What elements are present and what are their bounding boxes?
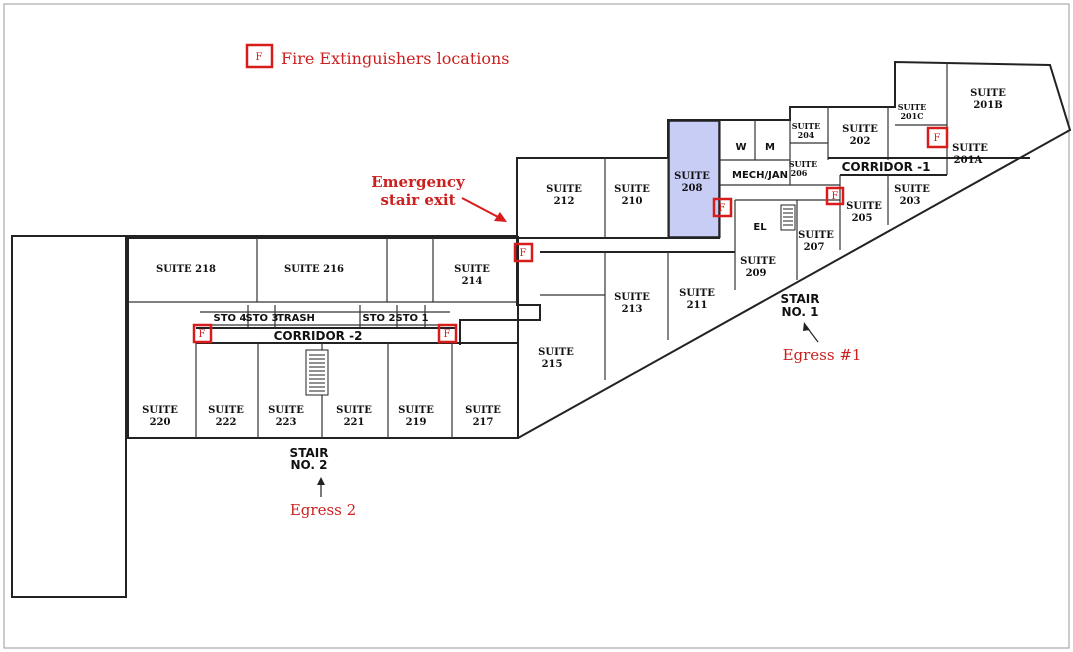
mech-jan-label: MECH/JAN (732, 170, 788, 181)
fire-extinguisher-marker: F (520, 248, 527, 259)
suite-220-number: 220 (150, 417, 171, 428)
suite-208-label: SUITE (674, 171, 710, 182)
suite-222-label: SUITE (208, 405, 244, 416)
womens-restroom-label: W (735, 142, 746, 153)
sto-1-label: STO 1 (396, 313, 429, 324)
suite-205-label: SUITE (846, 201, 882, 212)
fire-extinguisher-icon (825, 186, 845, 206)
stair-1-label: STAIR (781, 292, 820, 306)
page-border (3, 3, 1070, 649)
legend-fire-extinguisher-icon (245, 43, 274, 69)
sto-3-label: STO 3 (246, 313, 279, 324)
suite-216-label: SUITE 216 (284, 264, 344, 275)
annotations: Emergency stair exit Egress #1 Egress 2 (290, 173, 862, 519)
suite-214-label: SUITE (454, 264, 490, 275)
suite-208-number: 208 (682, 183, 703, 194)
suite-210-label: SUITE (614, 184, 650, 195)
fire-extinguisher-marker: F (719, 203, 726, 214)
stencil-labels: STO 4 STO 3 TRASH STO 2 STO 1 CORRIDOR -… (214, 142, 931, 472)
suite-223-number: 223 (276, 417, 297, 428)
suite-209-label: SUITE (740, 256, 776, 267)
suite-201b-label: SUITE (970, 88, 1006, 99)
east-wing (516, 60, 1072, 439)
suite-202-number: 202 (850, 136, 871, 147)
suite-204-label: SUITE (792, 121, 821, 131)
fire-extinguishers: F F F F F F (192, 126, 949, 344)
sto-2-label: STO 2 (363, 313, 396, 324)
suite-215-number: 215 (542, 359, 563, 370)
emergency-exit-label-line2: stair exit (380, 191, 455, 209)
suite-206-label: SUITE (789, 159, 818, 169)
suite-219-label: SUITE (398, 405, 434, 416)
suite-204-number: 204 (798, 130, 815, 140)
suite-212-label: SUITE (546, 184, 582, 195)
suite-202-label: SUITE (842, 124, 878, 135)
fire-extinguisher-marker: F (444, 329, 451, 340)
trash-label: TRASH (277, 313, 315, 324)
stair-2-number: NO. 2 (290, 458, 327, 472)
suite-217-label: SUITE (465, 405, 501, 416)
suite-213-number: 213 (622, 304, 643, 315)
suite-221-number: 221 (344, 417, 365, 428)
suite-207-label: SUITE (798, 230, 834, 241)
corridor-2-label: CORRIDOR -2 (274, 329, 363, 343)
fire-extinguisher-icon (192, 323, 213, 344)
suite-217-number: 217 (473, 417, 494, 428)
suite-211-label: SUITE (679, 288, 715, 299)
suite-219-number: 219 (406, 417, 427, 428)
stair-1-number: NO. 1 (781, 305, 818, 319)
legend-label: Fire Extinguishers locations (281, 49, 510, 68)
elevator-label: EL (753, 222, 767, 233)
suite-215-label: SUITE (538, 347, 574, 358)
legend-symbol: F (256, 52, 263, 63)
west-wing (126, 235, 541, 439)
legend: F Fire Extinguishers locations (245, 43, 510, 69)
suite-206-number: 206 (791, 168, 808, 178)
suite-205-number: 205 (852, 213, 873, 224)
suite-201a-number: 201A (954, 155, 983, 166)
corridor-1-label: CORRIDOR -1 (842, 160, 931, 174)
fire-extinguisher-icon (712, 197, 733, 218)
suite-201c-number: 201C (900, 111, 923, 121)
fire-extinguisher-marker: F (199, 329, 206, 340)
suite-labels: SUITE 218 SUITE 216 SUITE 214 SUITE 212 … (142, 88, 1006, 428)
fire-extinguisher-icon (513, 242, 534, 263)
fire-extinguisher-icon (926, 126, 949, 149)
suite-203-number: 203 (900, 196, 921, 207)
arrow-head-icon (803, 322, 810, 331)
arrow-head-icon (494, 212, 507, 222)
suite-208-highlight (668, 120, 720, 238)
mens-restroom-label: M (765, 142, 775, 153)
fire-extinguisher-marker: F (934, 133, 941, 144)
suite-212-number: 212 (554, 196, 575, 207)
sto-4-label: STO 4 (214, 313, 247, 324)
suite-201a-label: SUITE (952, 143, 988, 154)
left-annex (11, 235, 127, 598)
suite-210-number: 210 (622, 196, 643, 207)
suite-218-label: SUITE 218 (156, 264, 216, 275)
suite-223-label: SUITE (268, 405, 304, 416)
suite-213-label: SUITE (614, 292, 650, 303)
arrow-head-icon (317, 477, 325, 485)
suite-203-label: SUITE (894, 184, 930, 195)
suite-201c-label: SUITE (898, 102, 927, 112)
suite-201b-number: 201B (973, 100, 1002, 111)
egress-1-label: Egress #1 (783, 346, 862, 364)
suite-220-label: SUITE (142, 405, 178, 416)
suite-214-number: 214 (462, 276, 483, 287)
fire-extinguisher-marker: F (832, 191, 839, 202)
egress-2-label: Egress 2 (290, 501, 356, 519)
suite-207-number: 207 (804, 242, 825, 253)
suite-222-number: 222 (216, 417, 237, 428)
stair-2-label: STAIR (290, 446, 329, 460)
suite-209-number: 209 (746, 268, 767, 279)
fire-extinguisher-icon (437, 323, 458, 344)
arrow-icon (461, 197, 501, 219)
suite-211-number: 211 (687, 300, 708, 311)
emergency-exit-label: Emergency (371, 173, 466, 191)
suite-221-label: SUITE (336, 405, 372, 416)
